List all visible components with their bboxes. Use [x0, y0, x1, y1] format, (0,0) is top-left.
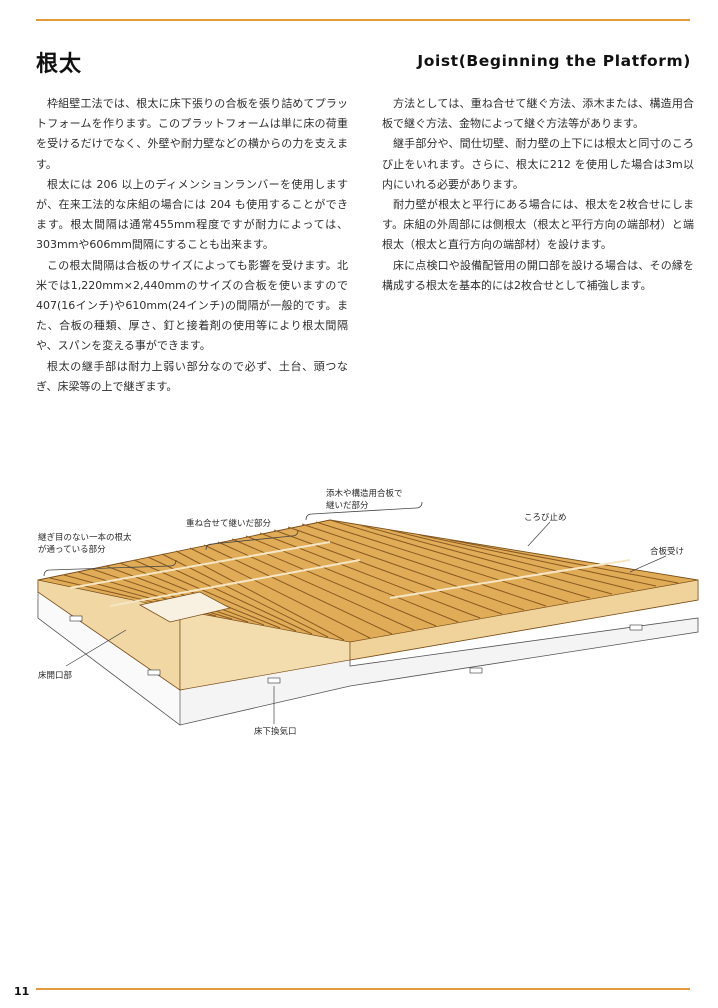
label-spliced-joint: 添木や構造用合板で [326, 489, 403, 499]
floor-opening [138, 591, 232, 623]
label-continuous-joist: 継ぎ目のない一本の根太 [38, 533, 132, 543]
page-subtitle-en: Joist(Beginning the Platform) [417, 52, 691, 70]
bracket-spliced [305, 501, 423, 521]
label-ledger: 合板受け [650, 547, 685, 557]
rim-joist-right [349, 579, 699, 661]
vent-icon [267, 677, 281, 684]
paragraph: 方法としては、重ね合せて継ぐ方法、添木または、構造用合板で継ぐ方法、金物によって… [382, 97, 694, 131]
bracket-continuous [43, 559, 177, 577]
page-title: 根太 [36, 52, 83, 77]
paragraph: 根太の継手部は耐力上弱い部分なので必ず、土台、頭つなぎ、床梁等の上で継ぎます。 [36, 359, 348, 393]
label-floor-opening: 床開口部 [38, 671, 73, 681]
right-text-column: 方法としては、重ね合せて継ぐ方法、添木または、構造用合板で継ぐ方法、金物によって… [382, 94, 694, 296]
vent-icon [147, 669, 161, 676]
label-continuous-joist-2: が通っている部分 [38, 545, 106, 555]
page-number: 11 [14, 985, 30, 998]
left-text-column: 枠組壁工法では、根太に床下張りの合板を張り詰めてプラットフォームを作ります。この… [36, 94, 348, 397]
label-underfloor-vent: 床下換気口 [254, 727, 297, 737]
label-blocking: ころび止め [524, 513, 567, 523]
paragraph: この根太間隔は合板のサイズによっても影響を受けます。北米では1,220mm×2,… [36, 258, 348, 353]
paragraph: 継手部分や、間仕切壁、耐力壁の上下には根太と同寸のころび止をいれます。さらに、根… [382, 137, 694, 191]
bracket-lapped [205, 529, 299, 551]
joist-platform-illustration: 継ぎ目のない一本の根太 が通っている部分 重ね合せて継いだ部分 添木や構造用合板… [30, 480, 700, 760]
top-rule [36, 19, 690, 21]
paragraph: 根太には 206 以上のディメンションランバーを使用しますが、在来工法的な床組の… [36, 177, 348, 252]
vent-icon [69, 615, 83, 622]
paragraph: 耐力壁が根太と平行にある場合には、根太を2枚合せにします。床組の外周部には側根太… [382, 198, 694, 252]
joist-framing-drawing [37, 501, 699, 726]
paragraph: 床に点検口や設備配管用の開口部を設ける場合は、その縁を構成する根太を基本的には2… [382, 258, 694, 292]
blocking-rows [69, 541, 631, 607]
label-lapped-joint: 重ね合せて継いだ部分 [186, 519, 272, 529]
bottom-rule [36, 988, 690, 990]
vent-icon [629, 624, 643, 631]
label-spliced-joint-2: 継いだ部分 [326, 501, 369, 511]
paragraph: 枠組壁工法では、根太に床下張りの合板を張り詰めてプラットフォームを作ります。この… [36, 97, 348, 171]
vent-icon [469, 667, 483, 674]
